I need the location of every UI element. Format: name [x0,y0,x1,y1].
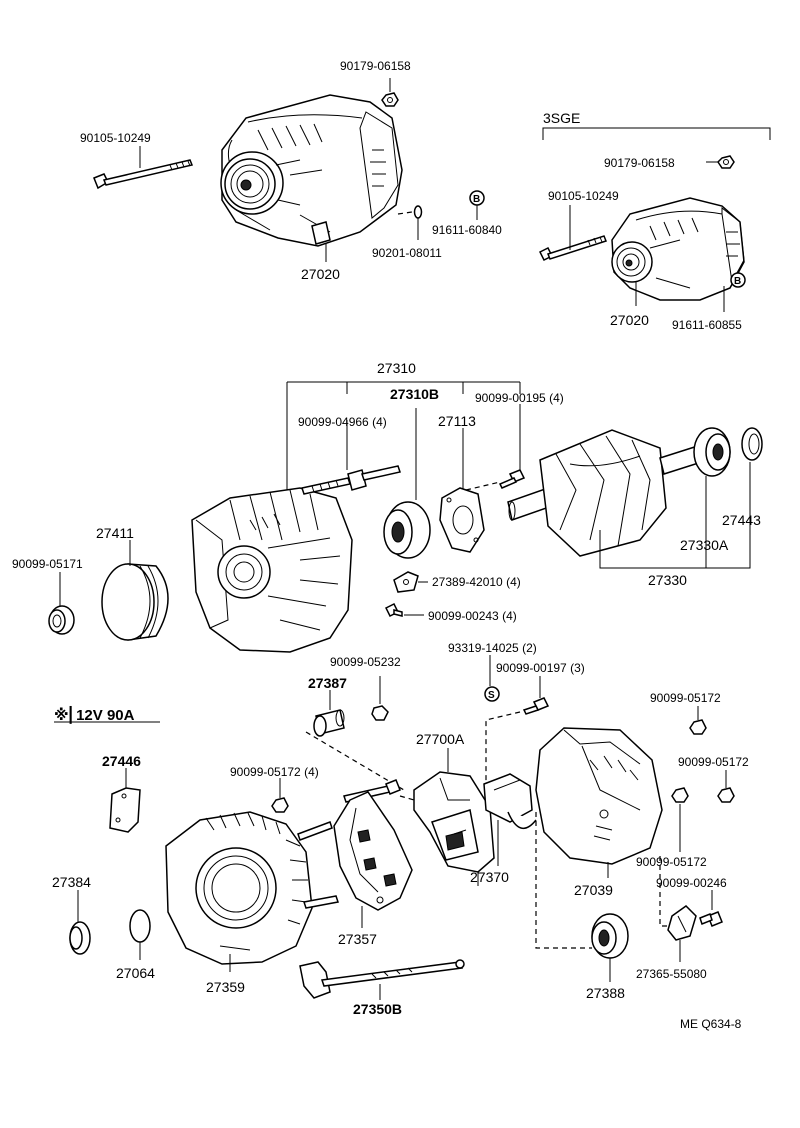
callout-sg-clip-b: 91611-60855 [672,318,742,332]
nut-icon [689,719,707,735]
alternator-assembly-top: B [93,78,485,262]
callout-bearing-27388: 27388 [586,985,625,1001]
callout-rotor: 27330 [648,572,687,588]
callout-top-bolt: 90105-10249 [80,131,151,145]
svg-text:S: S [488,690,495,701]
nut-icon [381,92,399,107]
nut-icon [671,787,689,803]
brush-holder-icon [483,773,537,829]
bolt-icon [93,159,194,190]
terminal-cover-icon [667,905,697,941]
o-ring-icon [129,909,151,943]
callout-top-clip-b: 91611-60840 [432,223,502,237]
screw-icon [384,602,403,618]
callout-bracket: 27446 [102,753,141,769]
callout-sg-alternator: 27020 [610,312,649,328]
bolt-icon [538,235,607,262]
callout-nut-05172-b: 90099-05172 [678,755,749,769]
nut-icon [271,797,289,813]
callout-nut-05172-d: 90099-05172 [636,855,707,869]
callout-seal-27384: 27384 [52,874,91,890]
nut-icon [371,705,389,721]
callout-terminal-42010: 27389-42010 (4) [432,575,521,589]
callout-frame-b: 27310B [390,386,439,402]
drive-end-frame-group [48,381,763,653]
callout-bearing-27443: 27443 [722,512,761,528]
callout-stud: 90099-04966 (4) [298,415,387,429]
callout-cover-55080: 27365-55080 [636,967,707,981]
callout-screw-195: 90099-00195 (4) [475,391,564,405]
callout-rotor-a: 27330A [680,537,729,553]
screw-icon [522,697,550,715]
callout-top-alternator: 27020 [301,266,340,282]
callout-pulley: 27411 [96,525,134,541]
nut-icon [717,155,735,169]
callout-sg-bolt: 90105-10249 [548,189,619,203]
svg-text:B: B [473,194,480,205]
callout-frame-assy: 27310 [377,360,416,376]
callout-nut-05171: 90099-05171 [12,557,83,571]
callout-screw-14025: 93319-14025 (2) [448,641,537,655]
callout-rear-frame: 27359 [206,979,245,995]
callout-nut-05172-a: 90099-05172 [650,691,721,705]
retainer-plate-icon [439,487,485,553]
callout-nut-05172-c: 90099-05172 (4) [230,765,319,779]
bearing-icon [693,427,731,477]
callout-sg-nut: 90179-06158 [604,156,675,170]
regulator-icon [413,771,495,873]
nut-icon [717,787,735,803]
callout-ring-27064: 27064 [116,965,155,981]
callout-screw-246: 90099-00246 [656,876,727,890]
alternator-assembly-3sge: B [538,127,771,312]
rear-section-group: S [54,655,735,1000]
bracket-icon [109,787,141,833]
callout-nut-05232: 90099-05232 [330,655,401,669]
stud-bolt-icon [301,465,401,495]
marker-b-icon: B [469,190,485,206]
pulley-icon [101,563,169,641]
rear-frame-icon [165,811,313,965]
washer-icon [413,205,423,219]
screw-icon [498,469,526,489]
callout-lead-wire: 27350B [353,1001,402,1017]
nut-icon [48,605,75,635]
rear-cover-icon [535,727,663,865]
bearing-icon [591,913,629,959]
lead-wire-icon [299,959,465,999]
screw-icon [699,911,723,927]
footer-code: ME Q634-8 [680,1017,742,1031]
callout-rear-cover: 27039 [574,882,613,898]
insulator-icon [313,709,345,737]
callout-screw-243: 90099-00243 (4) [428,609,517,623]
group-label-3sge: 3SGE [543,110,580,126]
terminal-icon [393,571,419,593]
callout-insulator: 27387 [308,675,347,691]
callout-regulator: 27700A [416,731,465,747]
section-label-12v-90a: ※⎜12V 90A [54,705,135,724]
callout-retainer: 27113 [438,413,476,429]
bearing-icon [383,501,431,559]
callout-rectifier: 27357 [338,931,377,947]
marker-b-icon: B [730,272,746,288]
callout-screw-197: 90099-00197 (3) [496,661,585,675]
svg-text:B: B [734,276,741,287]
marker-s-icon: S [484,686,500,702]
seal-icon [69,921,91,955]
rectifier-icon [333,791,413,911]
callout-top-nut: 90179-06158 [340,59,411,73]
rotor-icon [507,429,709,557]
seal-ring-icon [741,427,763,461]
callout-brush-holder: 27370 [470,869,509,885]
callout-top-washer: 90201-08011 [372,246,442,260]
